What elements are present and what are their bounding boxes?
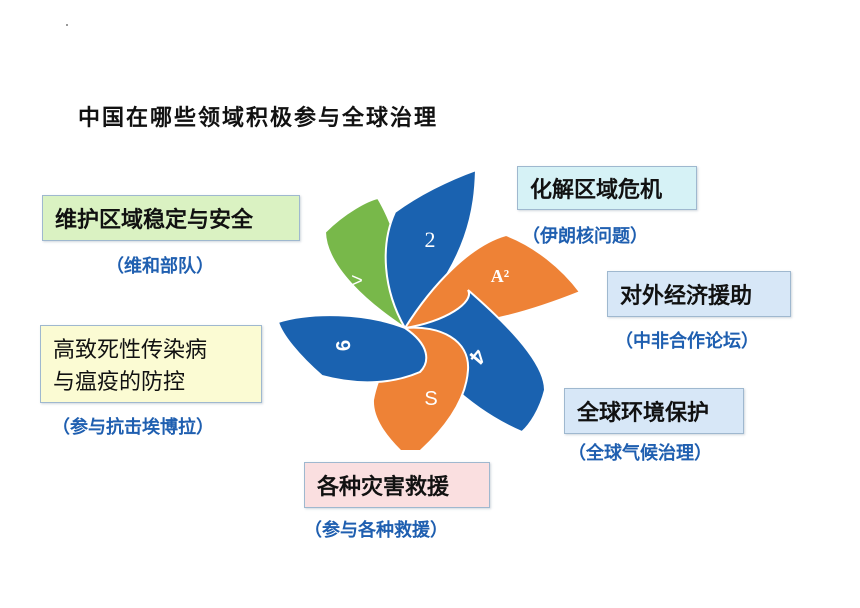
petal-blue-top [384, 168, 478, 330]
area-box-epidemic-control: 高致死性传染病 与瘟疫的防控 [40, 325, 262, 403]
area-box-regional-security: 维护区域稳定与安全 [42, 195, 300, 241]
area-note: （维和部队） [106, 256, 214, 277]
petal-blue-left [276, 314, 428, 384]
area-note: （参与各种救援） [304, 520, 448, 541]
area-box-disaster-relief: 各种灾害救援 [304, 462, 490, 508]
petal-glyph: 6 [333, 339, 356, 352]
area-label-line2: 与瘟疫的防控 [53, 370, 186, 395]
petal-glyph: S [424, 388, 437, 410]
petal-glyph: A² [491, 266, 509, 286]
pinwheel-diagram: 2 A² 4 S 6 > [276, 168, 582, 450]
page-title: 中国在哪些领域积极参与全球治理 [78, 106, 439, 131]
area-label: 全球环境保护 [577, 401, 710, 426]
area-label: 各种灾害救援 [317, 475, 450, 500]
area-label: 化解区域危机 [530, 178, 663, 203]
decorative-dot [66, 24, 68, 26]
area-box-environment: 全球环境保护 [564, 388, 744, 434]
petal-glyph: > [351, 270, 363, 292]
area-label: 维护区域稳定与安全 [55, 208, 254, 233]
area-note: （全球气候治理） [568, 443, 712, 464]
petal-glyph: 2 [425, 227, 436, 252]
area-box-crisis-resolution: 化解区域危机 [517, 166, 697, 210]
area-label: 高致死性传染病 [53, 338, 208, 363]
area-note: （伊朗核问题） [522, 226, 648, 247]
area-note: （中非合作论坛） [615, 331, 759, 352]
area-label: 对外经济援助 [620, 284, 753, 309]
area-note: （参与抗击埃博拉） [52, 417, 214, 438]
area-box-economic-aid: 对外经济援助 [607, 271, 791, 317]
